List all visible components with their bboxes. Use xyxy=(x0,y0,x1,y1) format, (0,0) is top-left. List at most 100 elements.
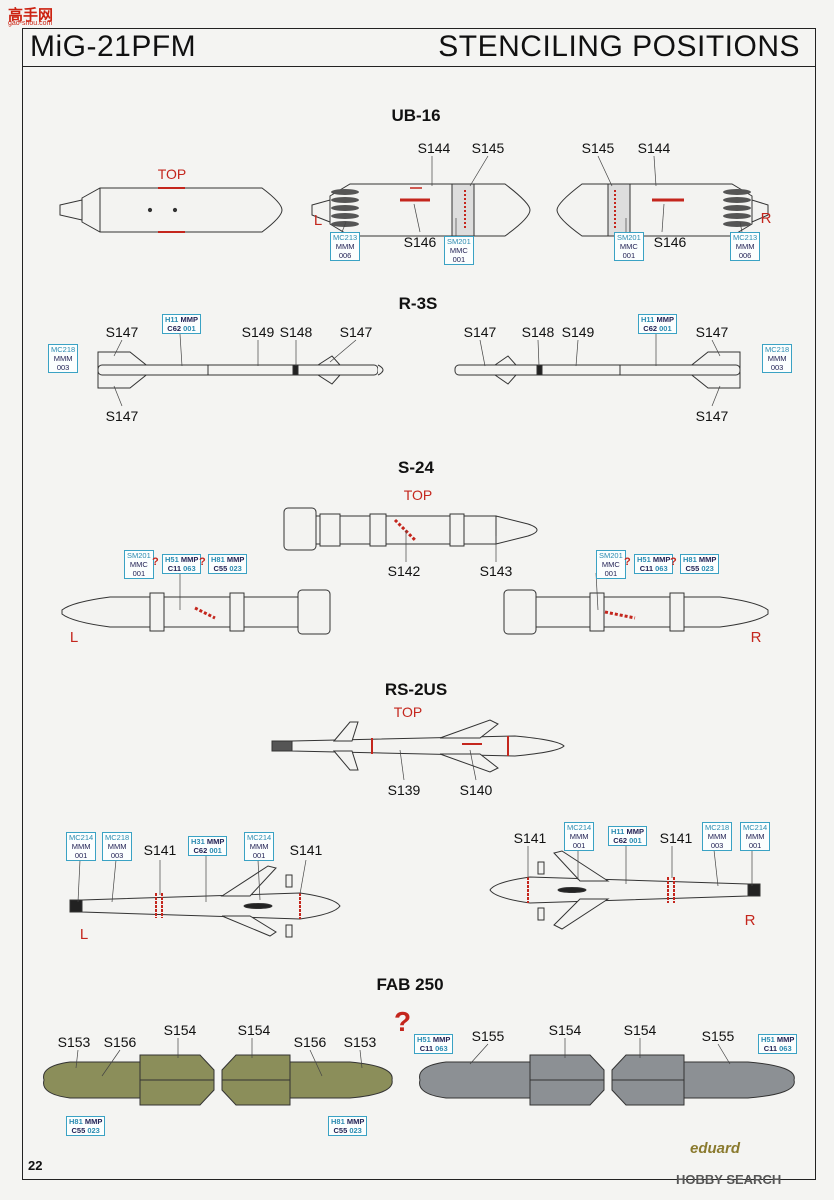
leader-lines xyxy=(75,155,753,1077)
stencil-label: S147 xyxy=(695,408,729,424)
stencil-label: S147 xyxy=(339,324,373,340)
stencil-label: S155 xyxy=(701,1028,735,1044)
model-title: MiG-21PFM xyxy=(30,30,197,63)
stencil-label: S141 xyxy=(143,842,177,858)
s24-top-view xyxy=(283,507,538,551)
stencil-label: S147 xyxy=(105,324,139,340)
section-title-ub16: UB-16 xyxy=(391,106,441,125)
stencil-label: S147 xyxy=(105,408,139,424)
view-label-top: TOP xyxy=(393,704,423,720)
stencil-label: S149 xyxy=(241,324,275,340)
fab250-olive-view xyxy=(43,1054,393,1106)
stencil-label: S156 xyxy=(103,1034,137,1050)
stencil-label: S149 xyxy=(561,324,595,340)
stencil-label: S144 xyxy=(417,140,451,156)
page-number: 22 xyxy=(28,1158,43,1173)
page-frame xyxy=(22,28,816,1180)
stencil-label: S154 xyxy=(548,1022,582,1038)
stencil-label: S154 xyxy=(163,1022,197,1038)
stencil-label: S143 xyxy=(479,563,513,579)
side-label-right: R xyxy=(750,629,762,646)
stencil-label: S148 xyxy=(279,324,313,340)
stencil-label: S141 xyxy=(513,830,547,846)
stencil-label: S147 xyxy=(463,324,497,340)
stencil-label: S153 xyxy=(57,1034,91,1050)
side-label-left: L xyxy=(69,629,79,646)
stencil-label: S156 xyxy=(293,1034,327,1050)
stencil-label: S141 xyxy=(659,830,693,846)
ub16-top-view xyxy=(59,187,283,233)
side-label-left: L xyxy=(313,212,323,229)
rs2us-right-view xyxy=(489,850,761,930)
stencil-label: S139 xyxy=(387,782,421,798)
stencil-label: S146 xyxy=(653,234,687,250)
fab250-grey-view xyxy=(419,1054,795,1106)
stencil-label: S144 xyxy=(637,140,671,156)
view-label-top: TOP xyxy=(157,166,187,182)
side-label-right: R xyxy=(744,912,756,929)
r3s-left-view xyxy=(97,351,384,389)
section-title-s24: S-24 xyxy=(398,458,434,477)
stencil-label: S154 xyxy=(237,1022,271,1038)
r3s-right-view xyxy=(454,351,741,389)
question-mark: ? xyxy=(670,556,677,568)
stencil-label: S153 xyxy=(343,1034,377,1050)
hobby-search-logo: HOBBY SEARCH xyxy=(676,1172,782,1187)
stencil-label: S148 xyxy=(521,324,555,340)
watermark-logo: 高手网 xyxy=(8,7,54,24)
stencil-label: S147 xyxy=(695,324,729,340)
side-label-right: R xyxy=(760,210,772,227)
ub16-left-view xyxy=(311,183,531,237)
stencil-label: S140 xyxy=(459,782,493,798)
watermark-subtext: gao-shou.com xyxy=(8,20,53,27)
stencil-label: S154 xyxy=(623,1022,657,1038)
side-label-left: L xyxy=(79,926,89,943)
s24-left-view xyxy=(61,589,331,635)
stencil-label: S145 xyxy=(581,140,615,156)
stencil-label: S142 xyxy=(387,563,421,579)
stencil-label: S146 xyxy=(403,234,437,250)
ub16-right-view xyxy=(556,183,769,237)
view-label-top: TOP xyxy=(403,487,433,503)
section-title-fab250: FAB 250 xyxy=(376,975,444,994)
question-mark: ? xyxy=(152,556,159,568)
header-rule xyxy=(22,66,816,67)
section-title-r3s: R-3S xyxy=(398,294,438,313)
section-title-rs2us: RS-2US xyxy=(384,680,448,699)
question-mark: ? xyxy=(199,556,206,568)
question-mark: ? xyxy=(624,556,631,568)
question-mark-large: ? xyxy=(394,1006,412,1037)
rs2us-left-view xyxy=(69,865,341,938)
eduard-logo: eduard xyxy=(690,1140,741,1157)
stencil-label: S145 xyxy=(471,140,505,156)
s24-right-view xyxy=(503,589,769,635)
rs2us-top-view xyxy=(271,719,565,773)
stencil-label: S155 xyxy=(471,1028,505,1044)
